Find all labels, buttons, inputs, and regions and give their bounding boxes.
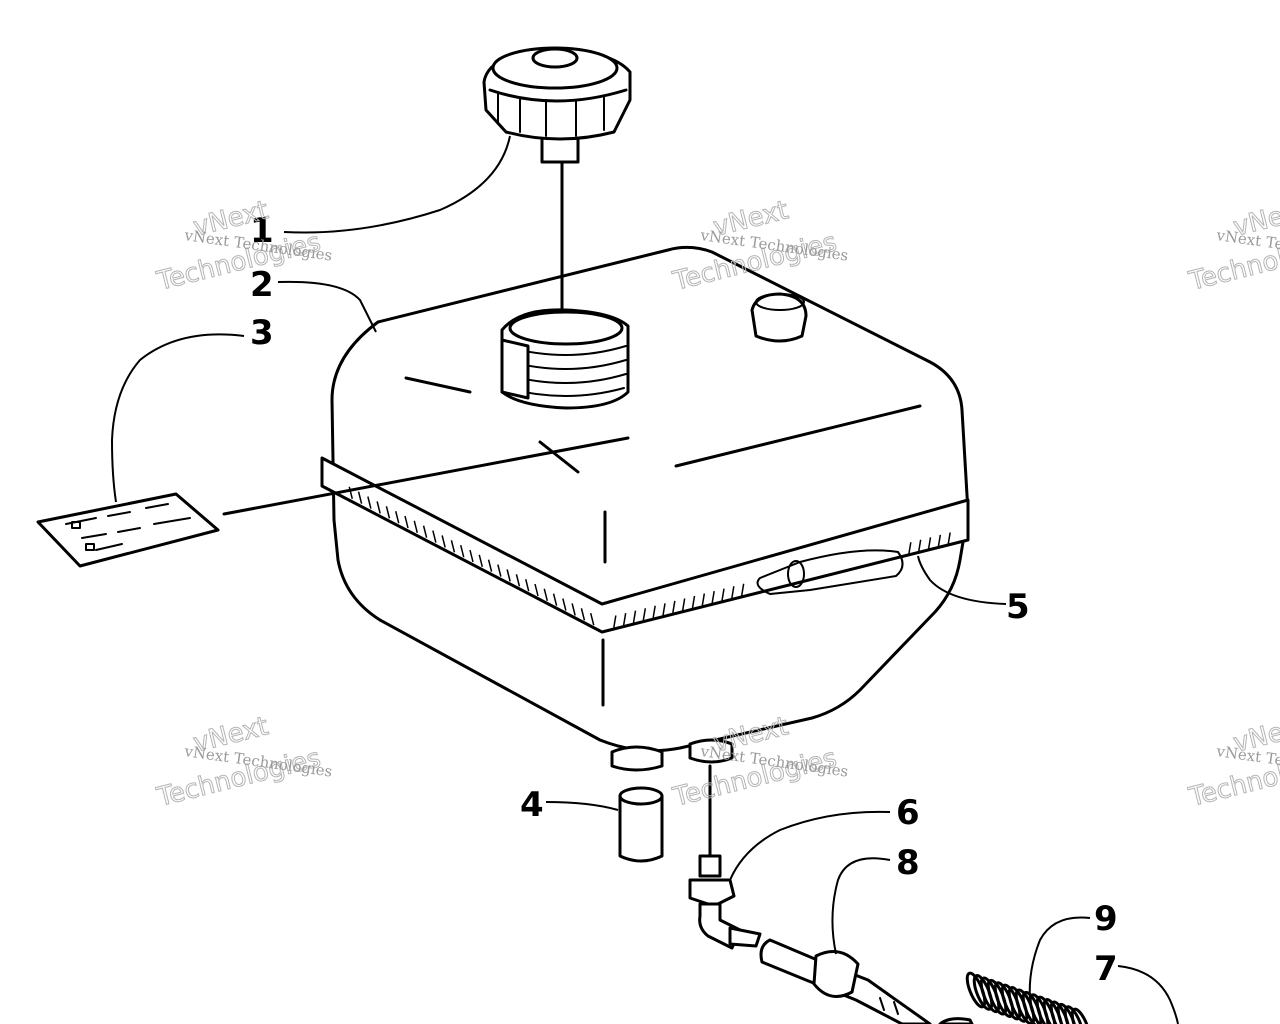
callout-3: 3 xyxy=(250,313,274,353)
hatch-line xyxy=(622,612,627,626)
fuel-line xyxy=(759,938,932,1024)
hatch-line xyxy=(613,615,617,628)
hatch-line xyxy=(497,564,502,577)
elbow-fitting xyxy=(688,854,762,950)
hatch-line xyxy=(367,496,372,509)
watermark-4: vNext Technologies vNext Technologies xyxy=(153,711,334,814)
callout-1: 1 xyxy=(250,211,274,251)
hatch-line xyxy=(917,539,922,552)
hatch-line xyxy=(947,532,951,545)
fuel-tank xyxy=(330,245,970,753)
hatch-line xyxy=(394,510,400,524)
callout-5: 5 xyxy=(1006,587,1030,627)
hatch-line xyxy=(404,515,409,529)
hatch-line xyxy=(441,535,446,548)
hatch-line xyxy=(357,491,363,504)
hatch-line xyxy=(589,612,595,626)
tank-strap xyxy=(320,456,970,634)
hatch-line xyxy=(432,530,437,543)
bushing xyxy=(618,786,664,863)
hatch-line xyxy=(459,544,465,558)
hatch-line xyxy=(681,598,686,611)
hatch-line xyxy=(376,501,381,514)
hatch-line xyxy=(711,590,715,604)
hatch-line xyxy=(385,506,391,519)
hatch-line xyxy=(672,600,676,614)
watermark-6: vNext Technologies vNext Technologies xyxy=(1185,711,1280,814)
strap-hatching xyxy=(348,486,951,628)
callout-4: 4 xyxy=(520,785,544,825)
hatch-line xyxy=(642,608,647,621)
hatch-line xyxy=(740,583,745,596)
hatch-line xyxy=(571,603,576,616)
hatch-line xyxy=(422,525,428,538)
hatch-line xyxy=(552,593,558,606)
watermark-3: vNext Technologies vNext Technologies xyxy=(1185,195,1280,298)
hatch-line xyxy=(927,537,932,550)
hose-spring xyxy=(965,971,1092,1024)
hatch-line xyxy=(691,595,696,609)
callout-8: 8 xyxy=(896,843,920,883)
clip-edge xyxy=(938,1017,974,1024)
vent-plug xyxy=(750,292,808,343)
hatch-line xyxy=(580,608,586,621)
hatch-line xyxy=(562,598,567,611)
hatch-line xyxy=(524,578,530,592)
hatch-line xyxy=(515,574,521,587)
spring-coils xyxy=(965,971,1092,1024)
hatch-line xyxy=(534,583,539,597)
bottom-fittings xyxy=(610,738,734,772)
fuel-cap xyxy=(482,46,632,164)
hatch-line xyxy=(937,534,942,548)
leader-lines xyxy=(110,135,1179,1024)
callout-9: 9 xyxy=(1094,899,1118,939)
callouts: 1 2 3 4 5 6 7 8 9 xyxy=(250,211,1118,989)
callout-2: 2 xyxy=(250,265,274,305)
hatch-line xyxy=(662,603,666,616)
hatch-line xyxy=(721,588,725,601)
callout-7: 7 xyxy=(1094,949,1118,989)
hatch-line xyxy=(908,542,912,555)
hatch-line xyxy=(487,559,493,572)
hatch-line xyxy=(632,610,637,623)
hatch-line xyxy=(469,549,474,563)
callout-6: 6 xyxy=(896,793,920,833)
filler-neck xyxy=(500,308,630,410)
hatch-line xyxy=(506,569,511,582)
hatch-line xyxy=(543,588,549,602)
hatch-line xyxy=(701,593,706,606)
hatch-line xyxy=(478,554,484,568)
hatch-line xyxy=(652,605,656,618)
warning-decal xyxy=(36,492,220,568)
hatch-line xyxy=(413,520,419,534)
spring-coil xyxy=(1063,1005,1085,1024)
hatch-line xyxy=(450,540,456,553)
decal-pointer-line xyxy=(222,436,630,516)
hatch-line xyxy=(731,586,735,599)
